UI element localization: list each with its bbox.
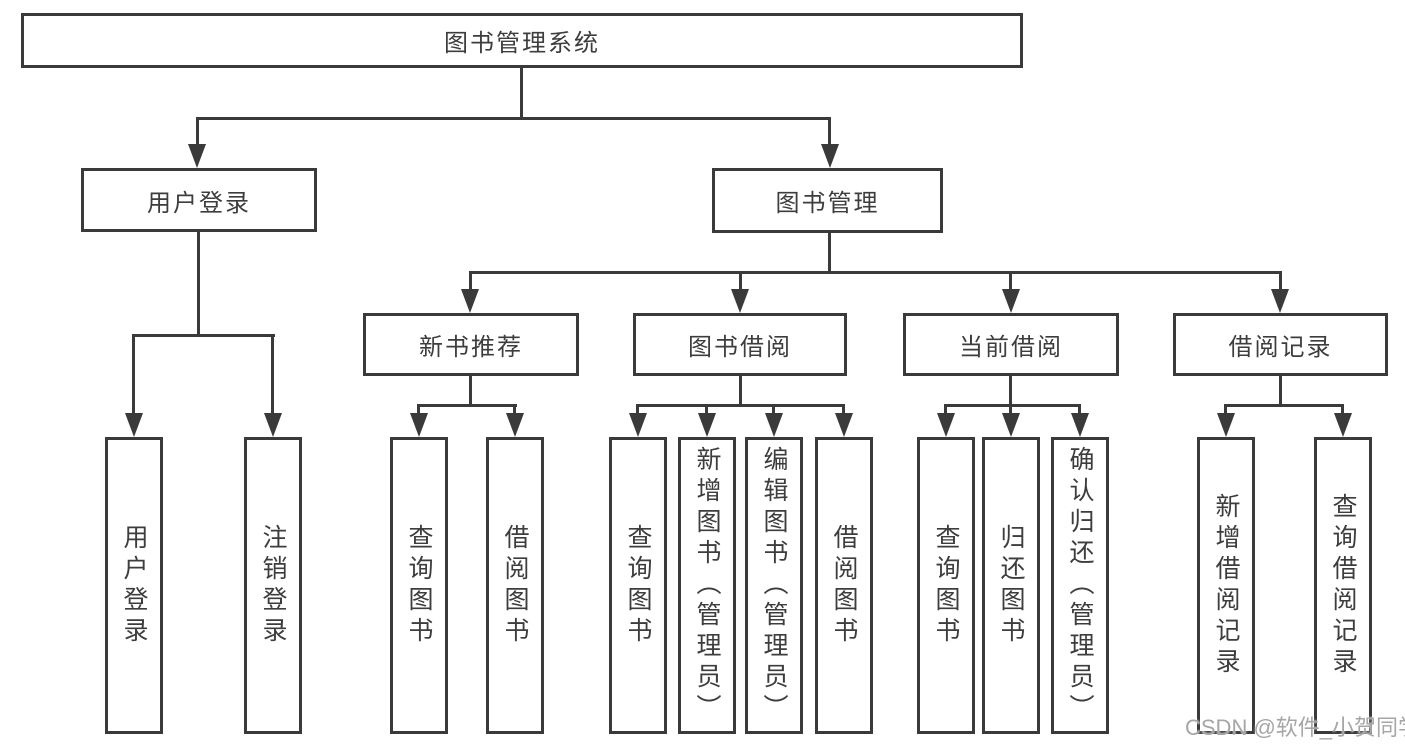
connector-line xyxy=(1078,404,1081,420)
connector-line xyxy=(636,404,639,420)
connector-line xyxy=(1279,271,1282,295)
node-label: 确认归还（管理员） xyxy=(1066,446,1094,725)
connector-line xyxy=(1009,376,1012,407)
node-label: 借阅记录 xyxy=(1228,334,1333,361)
leaf-query-books: 查询图书 xyxy=(917,437,975,734)
connector-line xyxy=(1341,404,1344,420)
connector-line xyxy=(196,117,831,120)
node-new-book-recommendation: 新书推荐 xyxy=(363,313,579,376)
node-label: 借阅图书 xyxy=(501,523,529,648)
connector-line xyxy=(772,404,775,420)
node-label: 查询图书 xyxy=(405,523,433,648)
connector-line xyxy=(1009,404,1012,420)
csdn-watermark: CSDN @软件_小贺同学 xyxy=(1185,715,1405,740)
connector-line xyxy=(828,117,831,150)
node-label: 新书推荐 xyxy=(419,334,523,361)
connector-line xyxy=(1225,404,1344,407)
connector-line xyxy=(132,334,135,420)
node-label: 注销登录 xyxy=(259,523,287,648)
leaf-add-borrow-record: 新增借阅记录 xyxy=(1197,437,1255,734)
node-label: 查询借阅记录 xyxy=(1329,492,1357,679)
leaf-logout: 注销登录 xyxy=(244,437,302,734)
connector-line xyxy=(197,232,200,337)
arrow-down-icon xyxy=(188,144,206,168)
arrow-down-icon xyxy=(629,413,647,437)
node-label: 图书管理 xyxy=(775,190,880,217)
connector-line xyxy=(271,334,274,420)
connector-line xyxy=(520,68,523,120)
leaf-query-borrow-record: 查询借阅记录 xyxy=(1314,437,1372,734)
connector-line xyxy=(417,404,420,420)
arrow-down-icon xyxy=(1271,289,1289,313)
arrow-down-icon xyxy=(731,289,749,313)
node-label: 当前借阅 xyxy=(959,334,1063,361)
connector-line xyxy=(739,376,742,407)
connector-line xyxy=(469,271,472,295)
connector-line xyxy=(842,404,845,420)
connector-line xyxy=(513,404,516,420)
arrow-down-icon xyxy=(506,413,524,437)
node-label: 查询图书 xyxy=(932,523,960,648)
connector-line xyxy=(1224,404,1227,420)
connector-line xyxy=(1279,376,1282,407)
node-label: 新增借阅记录 xyxy=(1212,492,1240,679)
arrow-down-icon xyxy=(264,413,282,437)
leaf-borrow-books: 借阅图书 xyxy=(486,437,544,734)
connector-line xyxy=(196,117,199,150)
connector-line xyxy=(1009,271,1012,295)
arrow-down-icon xyxy=(937,413,955,437)
leaf-add-books-admin: 新增图书（管理员） xyxy=(678,437,736,734)
connector-line xyxy=(828,233,831,274)
node-label: 查询图书 xyxy=(624,523,652,648)
arrow-down-icon xyxy=(461,289,479,313)
node-label: 借阅图书 xyxy=(830,523,858,648)
connector-line xyxy=(133,334,275,337)
leaf-borrow-books: 借阅图书 xyxy=(815,437,873,734)
node-book-management: 图书管理 xyxy=(712,168,943,233)
connector-line xyxy=(944,404,947,420)
node-label: 图书借阅 xyxy=(688,334,792,361)
leaf-edit-books-admin: 编辑图书（管理员） xyxy=(745,437,803,734)
arrow-down-icon xyxy=(1071,413,1089,437)
leaf-confirm-return-admin: 确认归还（管理员） xyxy=(1051,437,1109,734)
arrow-down-icon xyxy=(821,144,839,168)
node-label: 新增图书（管理员） xyxy=(693,446,721,725)
connector-line xyxy=(469,376,472,407)
arrow-down-icon xyxy=(1002,413,1020,437)
leaf-user-login: 用户登录 xyxy=(105,437,163,734)
arrow-down-icon xyxy=(765,413,783,437)
node-library-management-system: 图书管理系统 xyxy=(21,13,1023,68)
arrow-down-icon xyxy=(1217,413,1235,437)
node-book-borrowing: 图书借阅 xyxy=(633,313,847,376)
arrow-down-icon xyxy=(698,413,716,437)
arrow-down-icon xyxy=(835,413,853,437)
arrow-down-icon xyxy=(1334,413,1352,437)
arrow-down-icon xyxy=(410,413,428,437)
node-current-borrowing: 当前借阅 xyxy=(903,313,1119,376)
arrow-down-icon xyxy=(1002,289,1020,313)
connector-line xyxy=(418,404,517,407)
leaf-return-books: 归还图书 xyxy=(982,437,1040,734)
arrow-down-icon xyxy=(125,413,143,437)
node-label: 用户登录 xyxy=(147,189,251,217)
leaf-query-books: 查询图书 xyxy=(609,437,667,734)
node-label: 编辑图书（管理员） xyxy=(760,446,788,725)
node-borrowing-records: 借阅记录 xyxy=(1173,313,1388,376)
connector-line xyxy=(739,271,742,295)
connector-line xyxy=(637,404,845,407)
node-label: 归还图书 xyxy=(997,523,1025,648)
connector-line xyxy=(945,404,1081,407)
connector-line xyxy=(705,404,708,420)
node-user-login: 用户登录 xyxy=(81,168,317,232)
leaf-query-books: 查询图书 xyxy=(390,437,448,734)
node-label: 用户登录 xyxy=(120,523,148,648)
node-label: 图书管理系统 xyxy=(444,30,600,57)
connector-line xyxy=(469,271,1281,274)
